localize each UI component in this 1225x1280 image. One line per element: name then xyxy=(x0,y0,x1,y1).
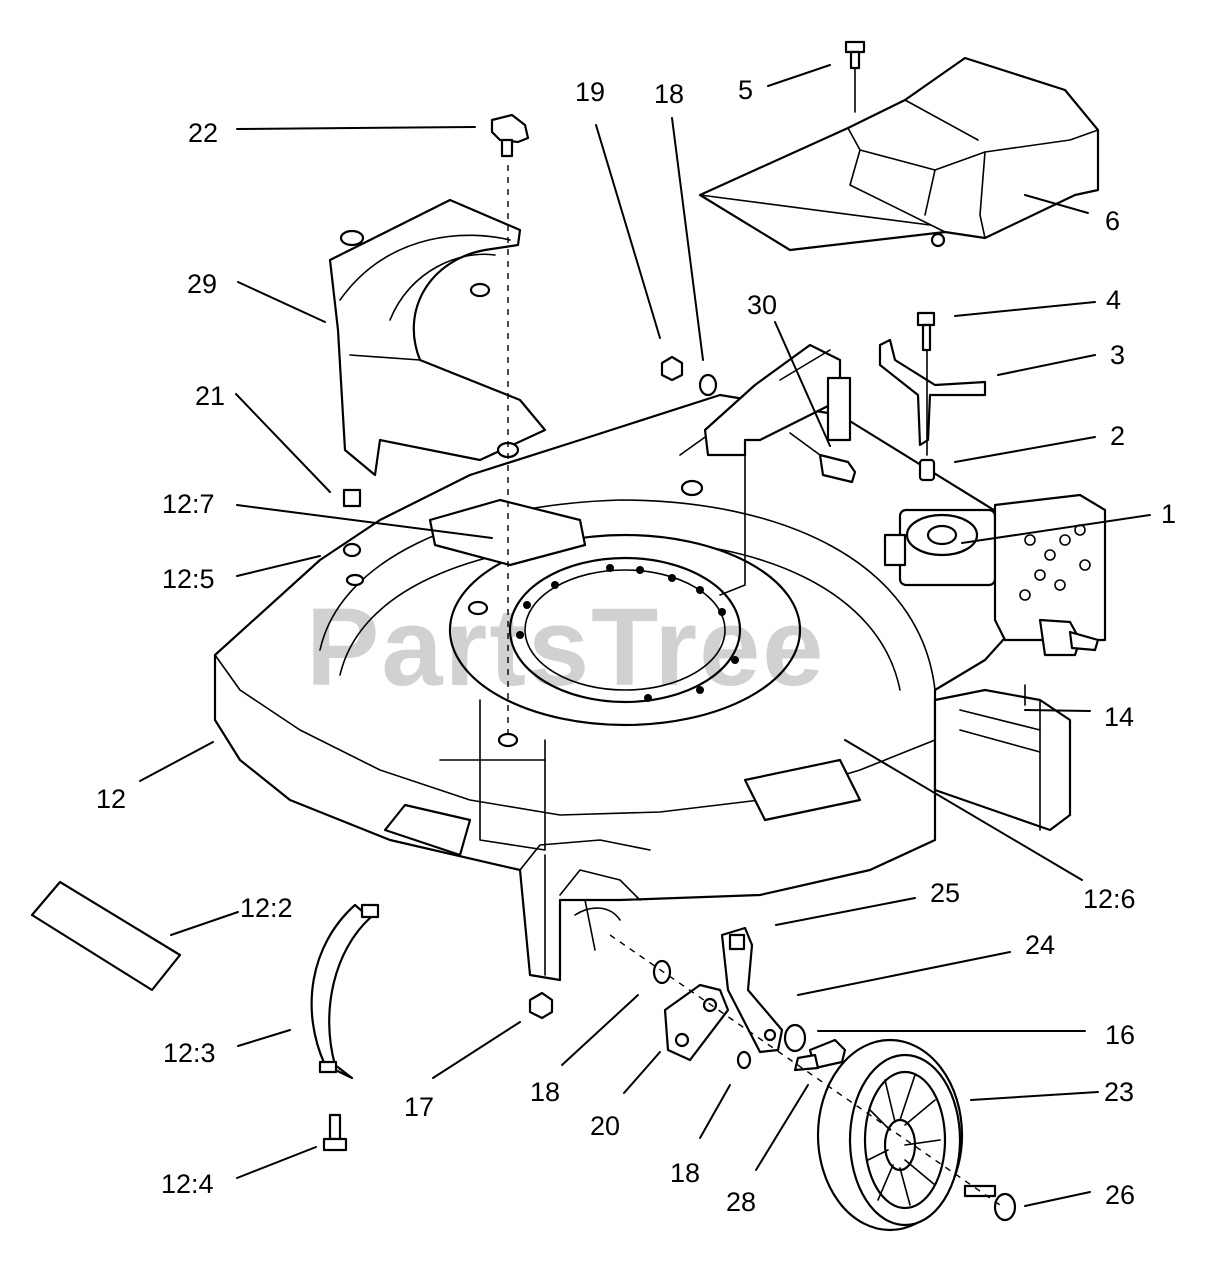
washer-16-part[interactable] xyxy=(783,1023,807,1053)
cover-bolt-part[interactable] xyxy=(844,40,866,113)
callout-16: 16 xyxy=(1105,1020,1135,1050)
callout-18-left: 18 xyxy=(530,1077,560,1107)
watermark-text: PartsTree xyxy=(306,586,825,709)
callout-26: 26 xyxy=(1105,1180,1135,1210)
hardware-19-18-part[interactable] xyxy=(660,355,718,397)
deck-decal-12-6-part[interactable] xyxy=(743,758,862,822)
side-deflector-part[interactable] xyxy=(328,198,547,477)
callout-12: 12 xyxy=(96,784,126,814)
motor-pulley-part[interactable] xyxy=(883,508,997,587)
callout-5: 5 xyxy=(738,75,753,105)
callout-3: 3 xyxy=(1110,340,1125,370)
deck-decal-12-7-part[interactable] xyxy=(428,498,587,567)
pin-part[interactable] xyxy=(789,432,857,484)
deck-decal-front-part[interactable] xyxy=(383,803,472,857)
callout-12-6: 12:6 xyxy=(1083,884,1136,914)
spacer-part[interactable] xyxy=(918,458,936,482)
callout-29: 29 xyxy=(187,269,217,299)
height-adjuster-plate-part[interactable] xyxy=(993,493,1107,657)
nut-part[interactable] xyxy=(342,488,362,508)
nut-17-part[interactable] xyxy=(528,991,554,1020)
washer-part[interactable] xyxy=(342,542,365,587)
callout-17: 17 xyxy=(404,1092,434,1122)
rear-skirt-part[interactable] xyxy=(933,684,1072,832)
baffle-screw-part[interactable] xyxy=(322,1113,348,1152)
height-arm-part[interactable] xyxy=(720,926,784,1054)
callout-30: 30 xyxy=(747,290,777,320)
callout-2: 2 xyxy=(1110,421,1125,451)
deflector-knob-part[interactable] xyxy=(490,113,530,158)
callout-18-bottom: 18 xyxy=(670,1158,700,1188)
callout-23: 23 xyxy=(1104,1077,1134,1107)
wheel-bolt-part[interactable] xyxy=(963,1184,1017,1222)
front-baffle-part[interactable] xyxy=(310,903,380,1080)
callout-21: 21 xyxy=(195,381,225,411)
wheel-bracket-part[interactable] xyxy=(663,983,730,1062)
callout-12-4: 12:4 xyxy=(161,1169,214,1199)
callout-28: 28 xyxy=(726,1187,756,1217)
callout-1: 1 xyxy=(1161,499,1176,529)
callout-6: 6 xyxy=(1105,206,1120,236)
callout-12-5: 12:5 xyxy=(162,564,215,594)
mount-bolt-part[interactable] xyxy=(916,311,936,456)
front-decal-part[interactable] xyxy=(30,880,182,992)
wheel-part[interactable] xyxy=(816,1038,964,1232)
callout-22: 22 xyxy=(188,118,218,148)
callout-12-2: 12:2 xyxy=(240,893,293,923)
leader-lines xyxy=(139,64,1151,1207)
callout-12-7: 12:7 xyxy=(162,489,215,519)
callout-4: 4 xyxy=(1106,285,1121,315)
callout-12-3: 12:3 xyxy=(163,1038,216,1068)
callout-labels: 22 29 21 12:7 12:5 12 12:2 12:3 12:4 19 … xyxy=(96,75,1176,1217)
callout-25: 25 xyxy=(930,878,960,908)
callout-24: 24 xyxy=(1025,930,1055,960)
bracket-part[interactable] xyxy=(878,338,987,447)
callout-18-top: 18 xyxy=(654,79,684,109)
callout-19: 19 xyxy=(575,77,605,107)
callout-20: 20 xyxy=(590,1111,620,1141)
callout-14: 14 xyxy=(1104,702,1134,732)
washer-18-part[interactable] xyxy=(652,959,752,1070)
discharge-cover-part[interactable] xyxy=(698,56,1100,252)
